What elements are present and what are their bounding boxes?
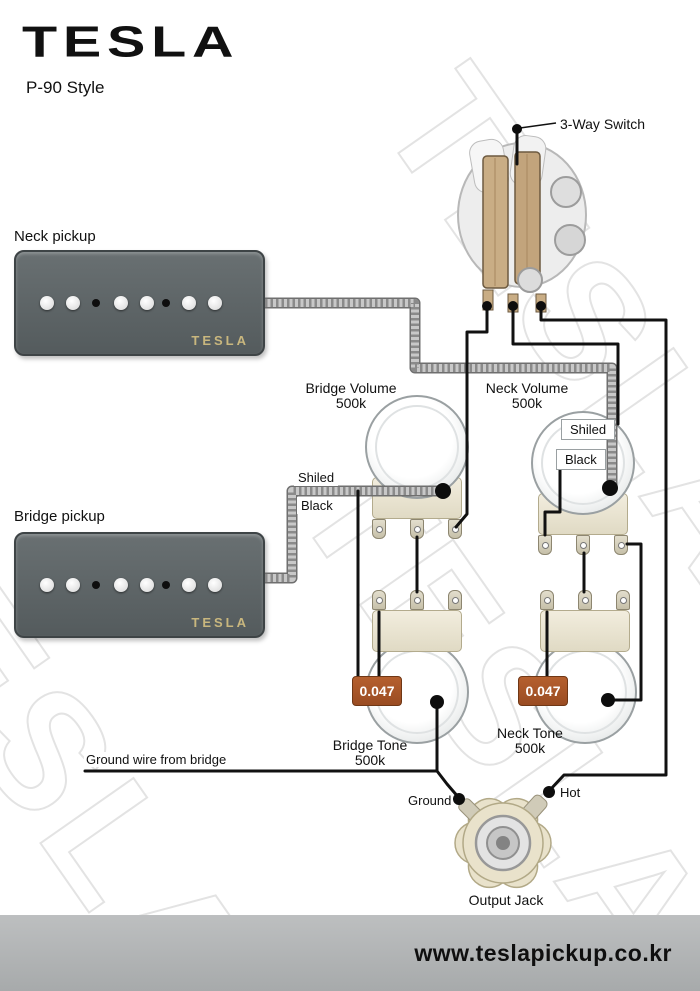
pot-name: Bridge Tone (332, 737, 408, 753)
switch-terminal (507, 293, 519, 313)
three-way-switch-label: 3-Way Switch (558, 116, 648, 132)
bridge-pickup-label: Bridge pickup (14, 508, 105, 525)
neck-pickup-label: Neck pickup (14, 228, 96, 245)
pole-piece (140, 578, 154, 592)
pot-name: Neck Tone (497, 725, 563, 741)
bridge-tone-lug (410, 590, 424, 610)
switch-terminal (535, 293, 547, 313)
neck-volume-lug (614, 535, 628, 555)
output-jack-label: Output Jack (468, 892, 544, 908)
neck-volume-label: Neck Volume 500k (469, 381, 585, 411)
ground-wire-label: Ground wire from bridge (84, 752, 229, 767)
pole-piece (182, 296, 196, 310)
pole-piece (40, 578, 54, 592)
tesla-logo: TESLA (22, 16, 240, 67)
neck-volume-lug (538, 535, 552, 555)
pole-piece (40, 296, 54, 310)
pole-piece (66, 578, 80, 592)
pole-piece (182, 578, 196, 592)
bridge-volume-label: Bridge Volume 500k (293, 381, 409, 411)
neck-tone-lug (578, 590, 592, 610)
pot-value: 500k (511, 395, 543, 411)
pot-name: Neck Volume (485, 380, 569, 396)
switch-roller-icon (554, 224, 586, 256)
pole-screw (162, 581, 170, 589)
pole-piece (208, 578, 222, 592)
neck-tone-label: Neck Tone 500k (472, 726, 588, 756)
jack-hot-label: Hot (558, 785, 583, 800)
neck-shield-wire-tag: Shiled (561, 419, 616, 440)
pot-name: Bridge Volume (305, 380, 397, 396)
bridge-volume-lug (372, 519, 386, 539)
bridge-tone-lug (372, 590, 386, 610)
bridge-pickup-body (14, 532, 265, 638)
footer-url: www.teslapickup.co.kr (414, 939, 672, 966)
pot-value: 500k (335, 395, 367, 411)
bridge-tone-label: Bridge Tone 500k (312, 738, 428, 768)
pole-piece (208, 296, 222, 310)
neck-pickup: TESLA (14, 250, 265, 356)
output-jack (454, 794, 552, 889)
pole-screw (92, 581, 100, 589)
neck-tone-capacitor: 0.047 (518, 676, 568, 706)
switch-terminal (482, 289, 494, 311)
pot-value: 500k (354, 752, 386, 768)
neck-volume-lug (576, 535, 590, 555)
three-way-switch (457, 135, 587, 313)
jack-ground-label: Ground (406, 793, 454, 808)
pole-screw (92, 299, 100, 307)
bridge-hot-wire-tag: Black (297, 497, 337, 514)
pole-piece (66, 296, 80, 310)
pickup-brand-logo: TESLA (191, 615, 249, 630)
pole-piece (114, 578, 128, 592)
bridge-volume-lug (410, 519, 424, 539)
switch-roller-icon (550, 176, 582, 208)
neck-pickup-body (14, 250, 265, 356)
bridge-pickup: TESLA (14, 532, 265, 638)
bridge-tone-capacitor: 0.047 (352, 676, 402, 706)
bridge-shield-wire-tag: Shiled (294, 469, 339, 486)
page-subtitle: P-90 Style (26, 78, 105, 97)
pole-piece (140, 296, 154, 310)
switch-roller-icon (517, 267, 543, 293)
bridge-tone-lug (448, 590, 462, 610)
footer-bar: www.teslapickup.co.kr (0, 915, 700, 991)
jack-hole (496, 836, 510, 850)
pole-screw (162, 299, 170, 307)
pickup-brand-logo: TESLA (191, 333, 249, 348)
neck-tone-base (540, 610, 630, 652)
bridge-volume-lug (448, 519, 462, 539)
bridge-tone-base (372, 610, 462, 652)
neck-hot-wire-tag: Black (556, 449, 606, 470)
pole-piece (114, 296, 128, 310)
neck-tone-lug (540, 590, 554, 610)
neck-tone-lug (616, 590, 630, 610)
pot-value: 500k (514, 740, 546, 756)
